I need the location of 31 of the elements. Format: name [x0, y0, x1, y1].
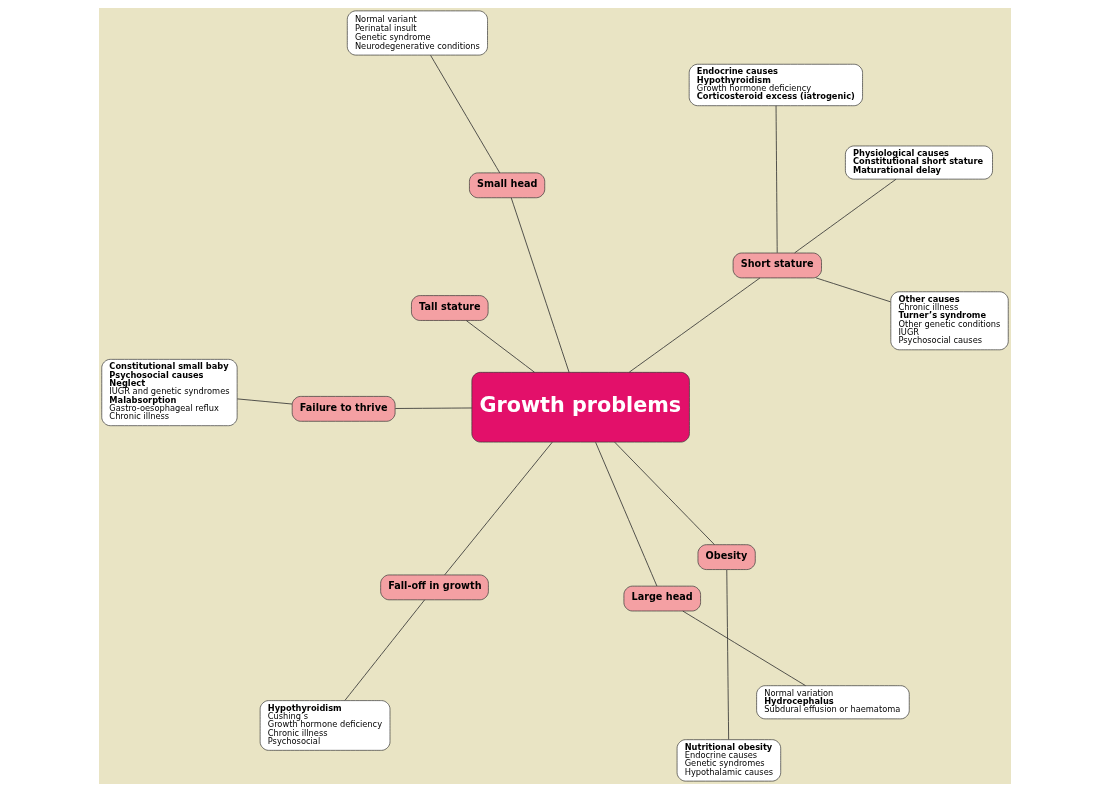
- node-box: Growth problems: [471, 372, 690, 443]
- connector: [394, 407, 473, 409]
- connector: [815, 277, 891, 303]
- node-box: Normal variation Hydrocephalus Subdural effusion or haematoma: [756, 685, 910, 720]
- connector: [510, 197, 570, 373]
- node-box: Normal variant Perinatal insult Genetic syndrome Neurodegenerative conditions: [346, 10, 488, 56]
- node-box: Obesity: [697, 544, 756, 570]
- node-box: Large head: [623, 585, 701, 612]
- node-box: Physiological causes Constitutional short stature Maturational delay: [845, 145, 993, 180]
- connector: [682, 610, 806, 687]
- node-box: Hypothyroidism Cushing’s Growth hormone deficiency Chronic illness Psychosocial: [259, 700, 391, 751]
- node-box: Other causes Chronic illness Turner’s syndrome Other genetic conditions IUGR Psychosocial causes: [890, 291, 1009, 351]
- node-box: Small head: [469, 172, 546, 199]
- node-box: Fall-off in growth: [380, 574, 489, 601]
- connector: [344, 599, 426, 701]
- node-box: Tall stature: [411, 295, 489, 321]
- connector: [465, 320, 535, 373]
- connector: [794, 178, 897, 254]
- connector: [614, 441, 715, 545]
- connector: [726, 569, 730, 740]
- connector: [236, 398, 293, 405]
- connector: [628, 277, 761, 373]
- connector: [444, 441, 553, 576]
- connector: [775, 105, 778, 254]
- node-box: Endocrine causes Hypothyroidism Growth hormone deficiency Corticosteroid excess (iatrogenic): [688, 63, 863, 107]
- node-box: Short stature: [732, 252, 822, 279]
- node-box: Failure to thrive: [291, 396, 396, 422]
- node-box: Nutritional obesity Endocrine causes Genetic syndromes Hypothalamic causes: [676, 739, 782, 782]
- node-box: Constitutional small baby Psychosocial causes Neglect IUGR and genetic syndromes Malabsorption Gastro-oesophageal reflux Chronic illness: [101, 359, 238, 427]
- connector: [595, 441, 658, 587]
- connector: [430, 54, 501, 174]
